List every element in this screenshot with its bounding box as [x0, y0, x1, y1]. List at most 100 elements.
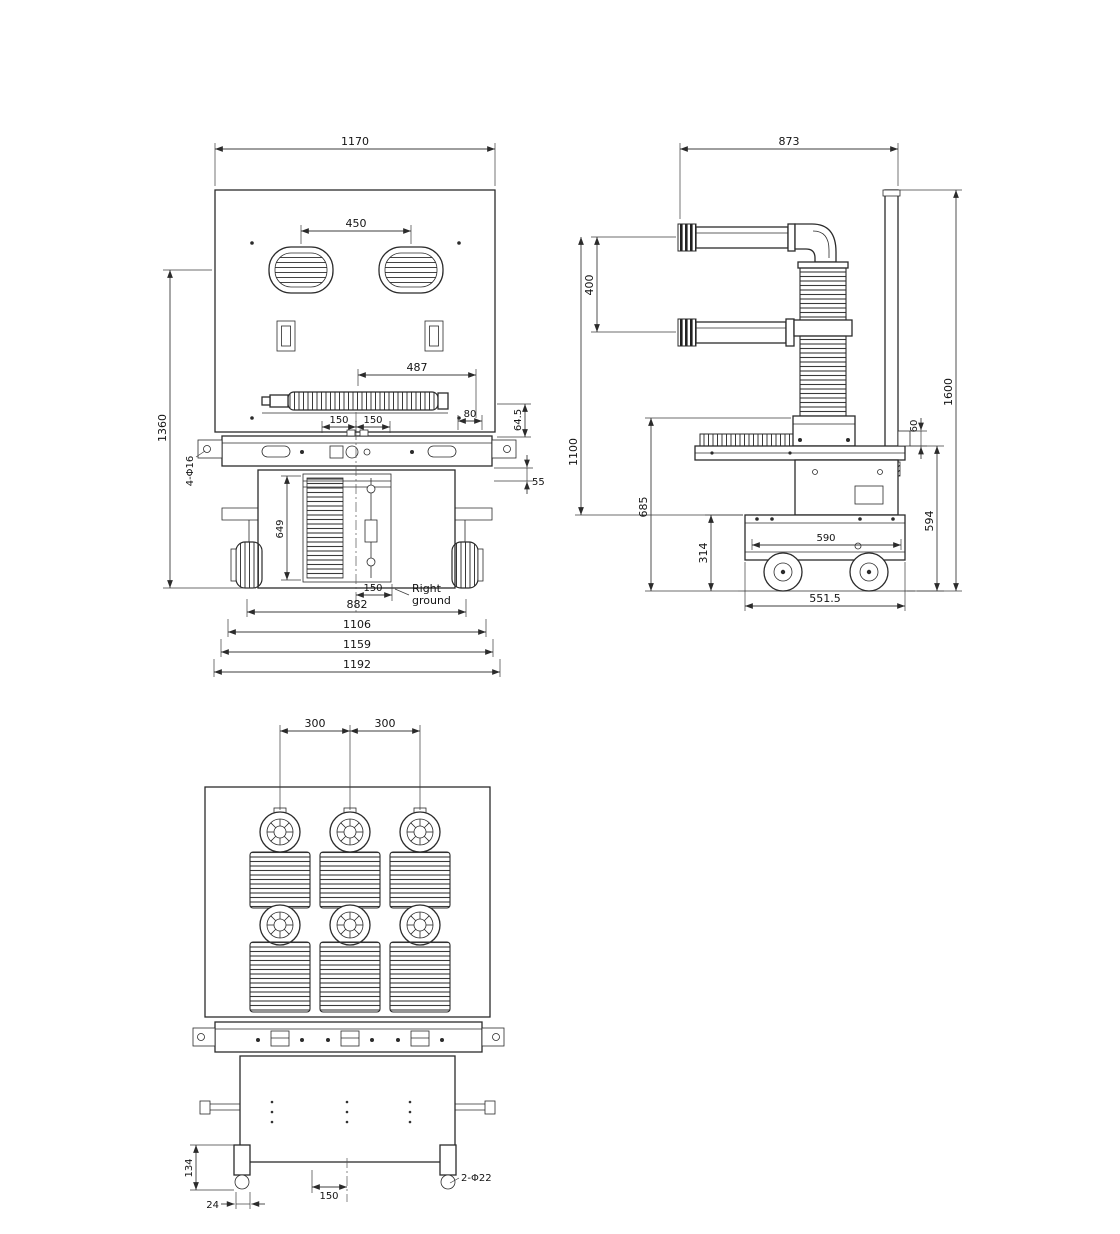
- dim-rear-300-right-label: 300: [375, 717, 396, 730]
- side-flange: [897, 430, 911, 447]
- front-bracket-left: [221, 507, 258, 542]
- dim-rear-134: 134: [184, 1144, 234, 1191]
- dim-front-1170-label: 1170: [341, 135, 369, 148]
- lower-terminal: [677, 318, 697, 347]
- front-wheel-left: [230, 541, 263, 589]
- label-right-ground: Right ground: [394, 582, 451, 607]
- dim-rear-300-left: 300: [279, 717, 351, 810]
- dim-side-551-5-label: 551.5: [809, 592, 841, 605]
- vent-louver-right: [378, 246, 444, 294]
- front-frame-band: [197, 429, 517, 467]
- rear-handle-left: [199, 1100, 240, 1115]
- side-wheel-front: [763, 552, 803, 592]
- side-platform: [694, 445, 906, 461]
- front-mechanism-box: [257, 412, 456, 612]
- dim-rear-300-right: 300: [349, 717, 421, 810]
- rear-lower-box: [239, 1055, 456, 1202]
- vent-louver-left: [268, 246, 334, 294]
- dim-front-55: 55: [494, 455, 545, 494]
- dim-rear-300-left-label: 300: [305, 717, 326, 730]
- dim-front-150-left-label: 150: [329, 415, 348, 426]
- pole-c-top-circle: [399, 811, 441, 853]
- dim-side-1600-label: 1600: [942, 378, 955, 406]
- pole-a-mid-circle: [259, 904, 301, 946]
- label-rear-holes-text: 2-Φ22: [461, 1173, 492, 1184]
- dim-front-882: 882: [246, 598, 467, 617]
- dim-rear-24: 24: [206, 1192, 265, 1211]
- dim-front-80: 80: [457, 409, 483, 430]
- dim-front-55-label: 55: [532, 477, 545, 488]
- dim-front-1159: 1159: [220, 638, 494, 657]
- rear-view: 300 300 134 24 150 2-Φ22: [184, 717, 505, 1211]
- dim-front-450: 450: [300, 217, 412, 244]
- pole-c-fins-lower: [389, 941, 451, 1013]
- pole-a-top-circle: [259, 811, 301, 853]
- insulator-fins-upper: [799, 267, 847, 321]
- pole-a: [249, 807, 311, 1013]
- side-wheel-rear: [849, 552, 889, 592]
- front-bracket-right: [455, 507, 493, 542]
- dim-front-1192-label: 1192: [343, 658, 371, 671]
- dim-side-400-label: 400: [583, 275, 596, 296]
- dim-rear-134-label: 134: [184, 1158, 195, 1177]
- pole-c-fins-upper: [389, 851, 451, 909]
- pole-b: [319, 807, 381, 1013]
- dim-side-1600: 1600: [900, 189, 962, 592]
- dim-side-590-label: 590: [816, 533, 835, 544]
- dim-side-1100-label: 1100: [567, 438, 580, 466]
- dim-front-1106-label: 1106: [343, 618, 371, 631]
- dim-front-64-5-label: 64.5: [513, 409, 524, 431]
- dim-side-685: 685: [637, 417, 791, 592]
- dim-front-150-bottom: 150: [355, 583, 393, 601]
- side-frame: [794, 459, 899, 516]
- rear-caster-right: [439, 1144, 457, 1190]
- side-back-plate: [884, 189, 899, 463]
- side-view: 873 400 1100 685 314 60: [567, 135, 962, 611]
- dim-rear-24-label: 24: [206, 1200, 219, 1211]
- rear-box-rivets: [270, 1100, 412, 1124]
- pole-a-fins-upper: [249, 851, 311, 909]
- dim-side-314: 314: [697, 514, 743, 592]
- pole-b-mid-circle: [329, 904, 371, 946]
- dim-side-60: 60: [909, 418, 927, 459]
- insulator-junction: [793, 319, 853, 337]
- lower-bushing: [677, 318, 795, 347]
- label-right-ground-line2: ground: [412, 594, 451, 607]
- label-right-ground-line1: Right: [412, 582, 442, 595]
- dim-side-594: 594: [907, 445, 944, 592]
- dim-front-80-label: 80: [464, 409, 477, 420]
- dim-front-150-150: 150 150: [321, 415, 391, 433]
- elbow-connector: [794, 223, 837, 263]
- dim-front-1106: 1106: [227, 618, 487, 637]
- dim-front-150-bottom-label: 150: [363, 583, 382, 594]
- insulator-fins-lower: [799, 335, 847, 417]
- front-window-left: [276, 320, 296, 352]
- upper-bushing: [677, 223, 837, 263]
- corrugated-conduit: [261, 391, 449, 414]
- rear-handle-right: [455, 1100, 496, 1115]
- dim-side-60-label: 60: [909, 420, 920, 433]
- dim-front-1170: 1170: [214, 135, 496, 186]
- side-mech-housing: [792, 415, 856, 447]
- label-front-holes: 4-Φ16: [185, 450, 206, 486]
- pole-c-mid-circle: [399, 904, 441, 946]
- dim-rear-150-label: 150: [319, 1191, 338, 1202]
- rear-chassis-band: [192, 1021, 505, 1053]
- dim-front-150-right-label: 150: [363, 415, 382, 426]
- dim-front-882-label: 882: [347, 598, 368, 611]
- pole-a-fins-lower: [249, 941, 311, 1013]
- dim-side-551-5: 551.5: [744, 562, 906, 611]
- label-rear-holes: 2-Φ22: [449, 1173, 492, 1184]
- mechanism-stack: [306, 477, 344, 579]
- lift-hole-left: [203, 445, 211, 453]
- dim-side-873: 873: [679, 135, 899, 219]
- dim-side-594-label: 594: [923, 511, 936, 532]
- dim-front-649: 649: [275, 475, 301, 581]
- side-corrugated-tube: [699, 433, 794, 447]
- dim-front-64-5: 64.5: [497, 403, 531, 438]
- dim-side-400: 400: [583, 236, 676, 333]
- dim-front-1159-label: 1159: [343, 638, 371, 651]
- side-trolley: [744, 514, 906, 561]
